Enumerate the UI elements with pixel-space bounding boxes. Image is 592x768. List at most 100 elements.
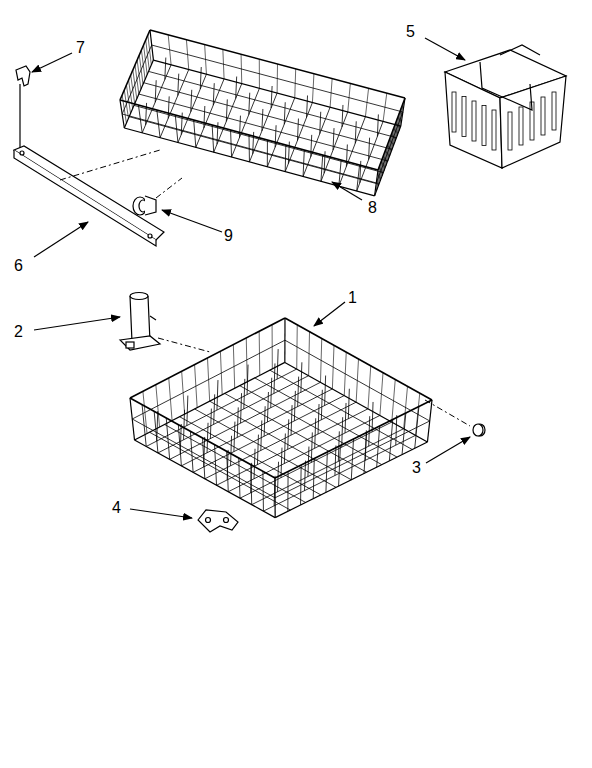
wire [152,45,403,112]
wire [301,362,302,392]
wire [272,325,273,369]
wire [257,435,258,465]
spray-tube [120,293,160,351]
wire [318,404,319,434]
wire [178,425,181,466]
wire [294,69,296,98]
wire [165,424,306,502]
rack-rail [14,146,164,246]
wire [271,86,272,108]
wire [154,411,158,453]
wire [270,370,412,449]
wire [308,332,310,376]
wire [285,145,287,172]
wire [288,142,289,164]
wire [396,415,397,445]
wire [264,406,265,436]
wire [150,30,405,98]
wire [335,445,336,475]
wire [307,95,308,117]
wire [303,150,304,177]
wire [277,64,278,93]
wire [291,405,292,435]
wire [157,110,160,138]
wire [239,116,240,138]
wire [519,107,523,145]
wire [241,393,242,423]
wire [305,461,306,491]
wire [271,378,272,408]
wire [200,67,201,89]
wire [144,83,392,150]
callout-number: 9 [224,228,233,244]
wire [227,450,228,480]
wire [376,165,379,191]
wire [298,377,299,407]
wire [348,83,351,111]
wire [311,135,312,157]
wire [234,422,235,452]
wire [149,71,397,137]
wire [287,472,288,512]
wire [178,74,179,96]
wire [452,92,456,132]
wire [482,106,486,146]
wire [274,363,275,393]
wire [415,407,419,449]
wire [284,433,285,463]
wire [259,59,260,88]
wire [311,432,312,462]
wire [182,371,185,414]
wire [351,439,353,480]
wire [215,445,217,486]
wire [259,331,261,375]
wire [383,93,387,121]
wire [129,117,379,185]
wire [247,365,248,395]
wire [267,392,268,422]
wire [342,417,343,447]
wire [195,365,198,408]
wire [294,391,295,421]
rack-clip [198,510,238,532]
wire [122,95,126,123]
wire [213,83,214,105]
wire [346,144,347,166]
wire [217,122,218,144]
wire [139,94,388,161]
wire [130,398,275,478]
wire [368,366,371,409]
upper-rack [120,30,405,196]
wire [315,418,316,448]
callout-number: 2 [14,324,23,340]
wire [214,394,215,424]
wire [157,411,158,441]
wire [244,379,245,409]
wire [225,393,367,472]
wire [313,459,314,499]
wire [207,423,208,453]
wire [365,430,366,460]
wire [332,345,334,389]
wire [175,115,178,143]
wire [233,345,234,389]
wire [255,378,397,457]
callout-number: 3 [412,460,421,476]
wire [274,476,275,506]
wire [226,99,227,121]
wire [186,40,188,70]
wire [249,135,250,162]
wire [254,449,255,479]
lower-rack [130,318,432,518]
wire [308,447,309,477]
wire [297,119,298,141]
wire [204,437,205,467]
wire [122,114,376,183]
wire [210,409,211,439]
wire [320,339,321,383]
wire [239,458,240,498]
wire [155,80,156,102]
wire [321,390,322,420]
wire [132,419,275,498]
